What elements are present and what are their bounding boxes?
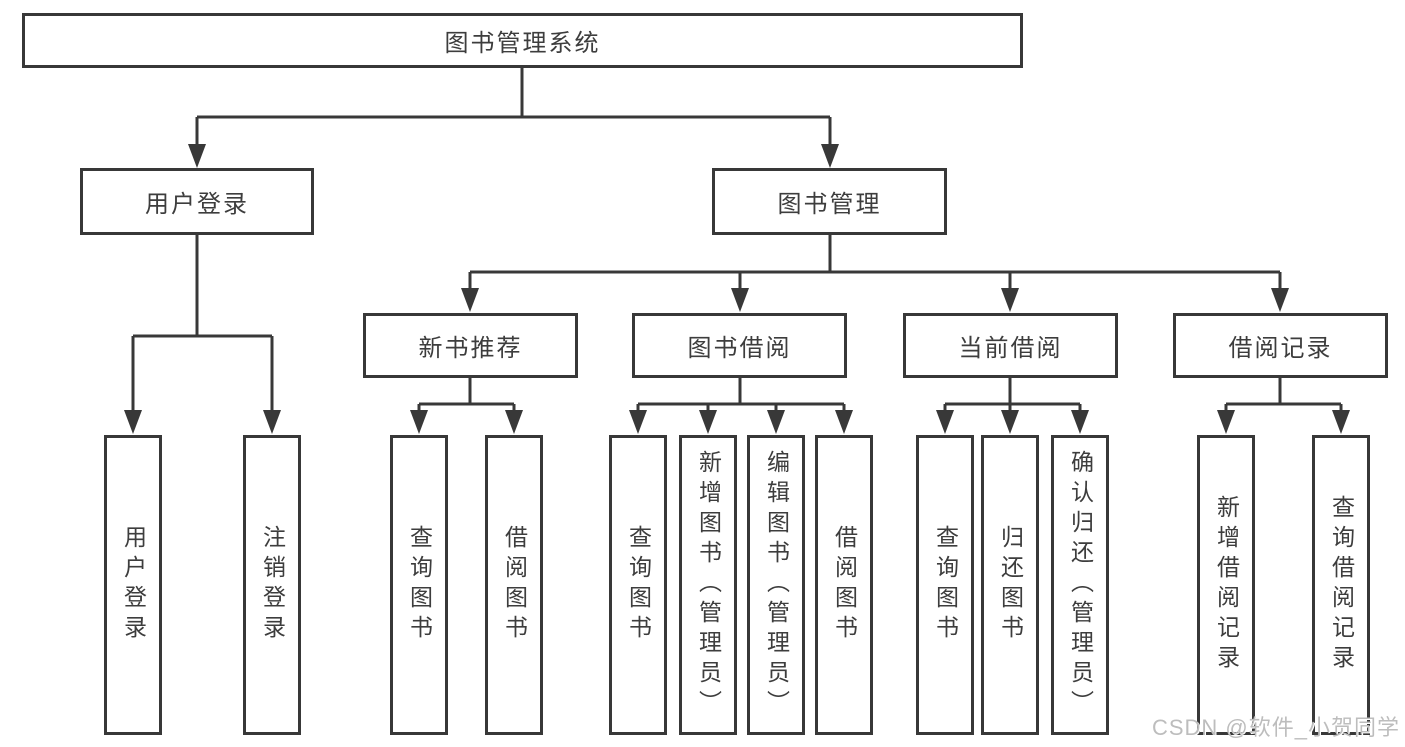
node-new-book-recommend: 新书推荐 bbox=[363, 313, 578, 378]
leaf-query-books-current: 查询图书 bbox=[916, 435, 974, 735]
csdn-watermark: CSDN @软件_小贺同学 bbox=[1151, 715, 1400, 740]
leaf-borrow-books-label: 借阅图书 bbox=[831, 525, 858, 645]
node-library-management-system: 图书管理系统 bbox=[22, 13, 1023, 68]
leaf-return-book-label: 归还图书 bbox=[997, 525, 1024, 645]
leaf-add-book-admin-label: 新增图书（管理员） bbox=[695, 450, 722, 720]
leaf-query-books-current-label: 查询图书 bbox=[932, 525, 959, 645]
node-borrow-records: 借阅记录 bbox=[1173, 313, 1388, 378]
leaf-borrow-books: 借阅图书 bbox=[815, 435, 873, 735]
node-book-borrow: 图书借阅 bbox=[632, 313, 847, 378]
leaf-user-login: 用户登录 bbox=[104, 435, 162, 735]
leaf-add-borrow-record-label: 新增借阅记录 bbox=[1213, 495, 1240, 675]
node-current-borrow: 当前借阅 bbox=[903, 313, 1118, 378]
leaf-add-borrow-record: 新增借阅记录 bbox=[1197, 435, 1255, 735]
leaf-edit-book-admin-label: 编辑图书（管理员） bbox=[763, 450, 790, 720]
leaf-query-borrow-record: 查询借阅记录 bbox=[1312, 435, 1370, 735]
leaf-query-books-recommend: 查询图书 bbox=[390, 435, 448, 735]
leaf-add-book-admin: 新增图书（管理员） bbox=[679, 435, 737, 735]
leaf-query-books-recommend-label: 查询图书 bbox=[406, 525, 433, 645]
leaf-confirm-return-admin: 确认归还（管理员） bbox=[1051, 435, 1109, 735]
leaf-return-book: 归还图书 bbox=[981, 435, 1039, 735]
arrowheads bbox=[124, 144, 1350, 434]
leaf-query-books-borrow-label: 查询图书 bbox=[625, 525, 652, 645]
leaf-borrow-books-recommend-label: 借阅图书 bbox=[501, 525, 528, 645]
leaf-edit-book-admin: 编辑图书（管理员） bbox=[747, 435, 805, 735]
leaf-user-login-label: 用户登录 bbox=[120, 525, 147, 645]
leaf-borrow-books-recommend: 借阅图书 bbox=[485, 435, 543, 735]
node-user-login-branch: 用户登录 bbox=[80, 168, 314, 235]
leaf-query-borrow-record-label: 查询借阅记录 bbox=[1328, 495, 1355, 675]
leaf-logout: 注销登录 bbox=[243, 435, 301, 735]
leaf-logout-label: 注销登录 bbox=[259, 525, 286, 645]
leaf-query-books-borrow: 查询图书 bbox=[609, 435, 667, 735]
leaf-confirm-return-admin-label: 确认归还（管理员） bbox=[1067, 450, 1094, 720]
node-book-management: 图书管理 bbox=[712, 168, 947, 235]
